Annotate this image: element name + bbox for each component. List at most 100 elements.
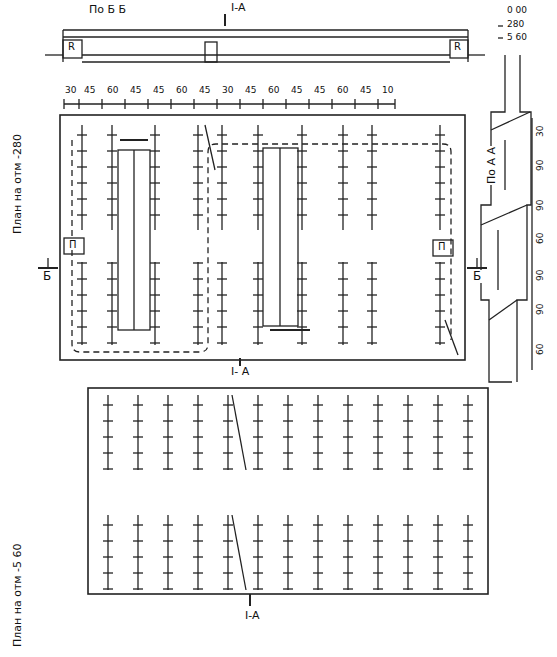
stall-tick	[373, 404, 383, 405]
dimension-tick	[193, 99, 194, 109]
stall-tick	[403, 420, 413, 421]
stall-tick	[163, 524, 173, 525]
stall-tick	[435, 214, 445, 215]
stall-tick	[163, 420, 173, 421]
stall-tick	[283, 588, 293, 589]
stall-tick	[223, 436, 233, 437]
stall-tick	[253, 342, 263, 343]
stall-tick	[103, 556, 113, 557]
stall-tick	[435, 134, 445, 135]
stall-tick	[193, 182, 203, 183]
stall-tick	[283, 540, 293, 541]
stall-line	[342, 125, 343, 230]
vertical-label: 90	[536, 303, 546, 316]
stall-tick	[463, 588, 473, 589]
stall-tick	[193, 556, 203, 557]
dimension-tick	[170, 99, 171, 109]
stall-tick	[283, 404, 293, 405]
stall-line	[342, 262, 343, 345]
stall-tick	[433, 540, 443, 541]
stall-tick	[217, 166, 227, 167]
stall-tick	[373, 420, 383, 421]
stall-line	[257, 125, 258, 230]
stall-tick	[107, 278, 117, 279]
stall-tick	[253, 182, 263, 183]
stall-tick	[193, 262, 203, 263]
stall-line	[467, 515, 468, 590]
stall-tick	[193, 214, 203, 215]
drawing-label: 60	[106, 86, 119, 96]
drawing-label: I- A	[230, 366, 250, 378]
stall-tick	[193, 540, 203, 541]
stall-tick	[433, 420, 443, 421]
stall-tick	[253, 310, 263, 311]
stall-tick	[163, 404, 173, 405]
dimension-tick	[101, 99, 102, 109]
stall-tick	[107, 262, 117, 263]
stall-tick	[367, 134, 377, 135]
drawing-label: 45	[359, 86, 372, 96]
stall-tick	[253, 294, 263, 295]
dimension-tick	[124, 99, 125, 109]
stall-tick	[193, 436, 203, 437]
stall-tick	[77, 262, 87, 263]
drawing-label: 45	[152, 86, 165, 96]
stall-tick	[297, 214, 307, 215]
stall-tick	[313, 556, 323, 557]
stall-tick	[297, 294, 307, 295]
stall-tick	[435, 310, 445, 311]
stall-tick	[217, 182, 227, 183]
stall-line	[347, 395, 348, 470]
stall-line	[347, 515, 348, 590]
dimension-tick	[285, 99, 286, 109]
stall-tick	[133, 524, 143, 525]
drawing-label: I-A	[230, 2, 247, 14]
stall-tick	[367, 198, 377, 199]
stall-tick	[217, 310, 227, 311]
stall-line	[371, 262, 372, 345]
stall-tick	[77, 166, 87, 167]
stall-tick	[403, 572, 413, 573]
stall-tick	[283, 468, 293, 469]
stall-tick	[373, 524, 383, 525]
vertical-label: По А А	[486, 146, 498, 185]
stall-tick	[338, 278, 348, 279]
stall-tick	[103, 436, 113, 437]
stall-tick	[223, 556, 233, 557]
stall-tick	[435, 166, 445, 167]
stall-tick	[103, 524, 113, 525]
stall-tick	[217, 294, 227, 295]
stall-tick	[343, 452, 353, 453]
drawing-label: 280	[506, 20, 525, 30]
stall-tick	[77, 342, 87, 343]
stall-tick	[253, 404, 263, 405]
stall-line	[221, 125, 222, 230]
stall-tick	[403, 436, 413, 437]
stall-tick	[463, 404, 473, 405]
stall-line	[107, 395, 108, 470]
stall-line	[227, 395, 228, 470]
stall-tick	[253, 134, 263, 135]
stall-tick	[313, 540, 323, 541]
vertical-label: 60	[536, 232, 546, 245]
stall-tick	[163, 452, 173, 453]
stall-tick	[433, 524, 443, 525]
stall-tick	[435, 262, 445, 263]
stall-tick	[343, 420, 353, 421]
stall-tick	[77, 134, 87, 135]
stall-tick	[338, 134, 348, 135]
stall-tick	[107, 342, 117, 343]
stall-tick	[193, 420, 203, 421]
stall-tick	[223, 524, 233, 525]
stall-tick	[403, 524, 413, 525]
stall-line	[301, 262, 302, 345]
stall-tick	[338, 310, 348, 311]
vertical-label: 60	[536, 343, 546, 356]
stall-tick	[367, 150, 377, 151]
stall-line	[154, 125, 155, 230]
vertical-label: План на отм -5 60	[12, 542, 24, 648]
stall-line	[197, 395, 198, 470]
stall-tick	[253, 150, 263, 151]
stall-tick	[297, 134, 307, 135]
stall-tick	[403, 540, 413, 541]
